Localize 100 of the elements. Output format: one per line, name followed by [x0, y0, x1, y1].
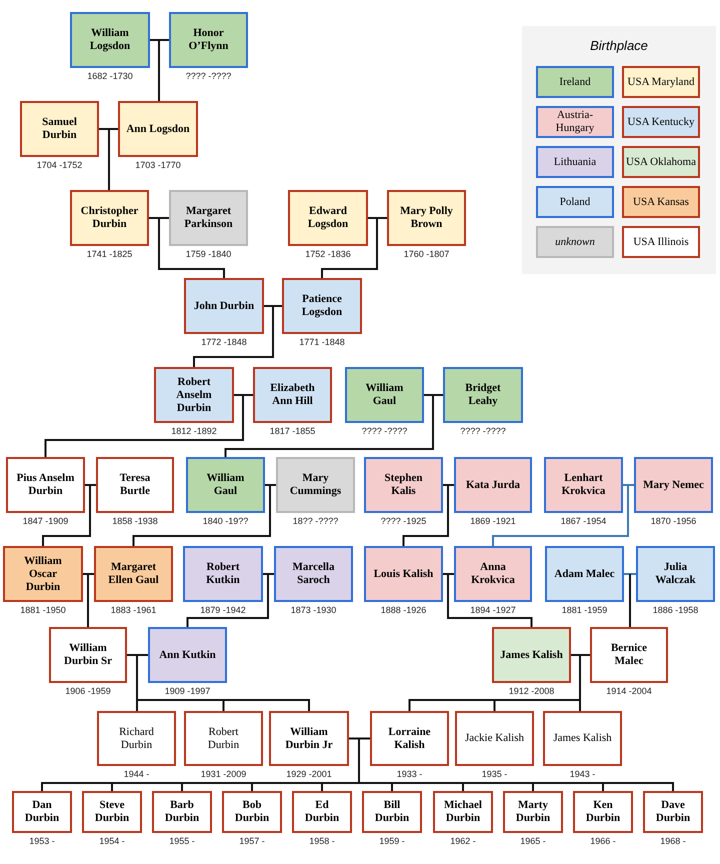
legend-title: Birthplace	[589, 37, 649, 55]
life-dates: 1966 -	[590, 836, 616, 847]
person-name: William Oscar Durbin	[23, 554, 63, 594]
person-box	[222, 791, 282, 833]
person-name: Dave Durbin	[654, 799, 692, 825]
life-dates: 1772 -1848	[201, 337, 247, 348]
person-box	[274, 546, 353, 602]
life-dates: 1881 -1959	[562, 605, 608, 616]
legend-text: USA Kansas	[633, 196, 689, 208]
life-dates: 1870 -1956	[650, 516, 696, 527]
person-name: Michael Durbin	[443, 799, 483, 825]
person-box	[118, 101, 198, 157]
person-name: John Durbin	[194, 300, 254, 312]
life-dates: 1953 -	[29, 836, 55, 847]
life-dates: 1965 -	[520, 836, 546, 847]
person-name: Julia Walczak	[654, 561, 697, 587]
person-name: Ed Durbin	[304, 799, 340, 825]
person-box	[636, 546, 715, 602]
family-line	[424, 394, 443, 396]
person-box	[70, 190, 149, 246]
person-name: William Durbin Jr	[284, 726, 334, 752]
life-dates: 1959 -	[379, 836, 405, 847]
person-name: Barb Durbin	[164, 799, 200, 825]
person-box	[49, 627, 127, 683]
person-name: Pius Anselm Durbin	[16, 472, 76, 498]
person-name: Ken Durbin	[584, 799, 622, 825]
life-dates: 1881 -1950	[20, 605, 66, 616]
life-dates: 1954 -	[99, 836, 125, 847]
family-line	[321, 218, 378, 278]
person-name: Margaret Parkinson	[183, 205, 234, 231]
family-line	[264, 305, 282, 307]
person-name: Mary Cummings	[288, 472, 342, 498]
person-box	[543, 711, 622, 766]
life-dates: 1759 -1840	[186, 249, 232, 260]
person-box	[288, 190, 368, 246]
legend-text: Lithuania	[554, 156, 596, 168]
family-line	[42, 485, 91, 546]
family-line	[193, 306, 274, 367]
person-box	[82, 791, 142, 833]
person-name: Ann Kutkin	[159, 648, 216, 662]
life-dates: ???? -????	[186, 71, 232, 82]
family-line	[150, 39, 169, 41]
person-name: Richard Durbin	[118, 726, 155, 752]
person-box	[269, 711, 349, 766]
family-line	[44, 395, 244, 457]
life-dates: 1955 -	[169, 836, 195, 847]
person-name: Dan Durbin	[24, 799, 60, 825]
family-line	[108, 129, 110, 190]
person-box	[454, 546, 532, 602]
life-dates: 1914 -2004	[606, 686, 652, 697]
life-dates: 1944 -	[124, 769, 150, 780]
person-box	[169, 12, 248, 68]
person-name: Elizabeth Ann Hill	[269, 382, 316, 408]
family-line	[83, 573, 94, 575]
family-line	[492, 485, 629, 546]
family-line	[447, 574, 532, 627]
family-line	[443, 573, 454, 575]
life-dates: 18?? -????	[292, 516, 338, 527]
person-name: Jackie Kalish	[465, 732, 524, 745]
life-dates: ???? -1925	[380, 516, 426, 527]
family-line	[132, 485, 271, 546]
person-name: William Durbin Sr	[63, 642, 113, 668]
life-dates: 1935 -	[482, 769, 508, 780]
family-line	[186, 574, 269, 627]
person-name: Bob Durbin	[234, 799, 270, 825]
person-name: William Logsdon	[88, 27, 132, 53]
life-dates: 1879 -1942	[200, 605, 246, 616]
person-name: Bill Durbin	[374, 799, 410, 825]
legend-text: Poland	[560, 196, 590, 208]
life-dates: 1912 -2008	[508, 686, 554, 697]
person-box	[253, 367, 332, 423]
family-line	[624, 573, 636, 575]
legend-text: Austria-Hungary	[554, 109, 596, 135]
life-dates: 1968 -	[660, 836, 686, 847]
person-name: Christopher Durbin	[80, 205, 140, 231]
person-box	[362, 791, 422, 833]
person-box	[282, 278, 362, 334]
person-name: Teresa Burtle	[118, 472, 152, 498]
person-box	[492, 627, 571, 683]
person-name: Stephen Kalis	[384, 472, 424, 498]
family-line	[224, 395, 434, 457]
person-name: Steve Durbin	[94, 799, 130, 825]
life-dates: 1957 -	[239, 836, 265, 847]
life-dates: 1840 -19??	[202, 516, 248, 527]
life-dates: 1962 -	[450, 836, 476, 847]
life-dates: 1929 -2001	[286, 769, 332, 780]
person-name: Margaret Ellen Gaul	[107, 561, 160, 587]
person-name: Anna Krokvica	[470, 561, 516, 587]
life-dates: 1869 -1921	[470, 516, 516, 527]
life-dates: 1812 -1892	[171, 426, 217, 437]
legend-text: unknown	[555, 236, 595, 248]
family-line	[99, 128, 118, 130]
family-line	[368, 217, 387, 219]
person-name: Marcella Saroch	[292, 561, 336, 587]
person-box	[454, 457, 532, 513]
family-line	[149, 217, 169, 219]
person-name: Bridget Leahy	[464, 382, 502, 408]
family-line	[443, 484, 454, 486]
person-name: Honor O’Flynn	[188, 27, 230, 53]
person-box	[148, 627, 227, 683]
